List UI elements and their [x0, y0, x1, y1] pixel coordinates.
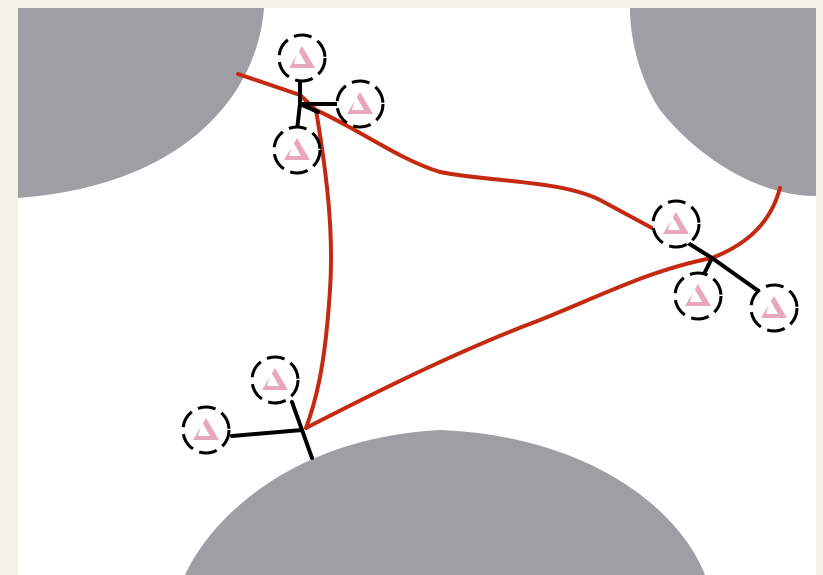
bead-right-2	[673, 271, 723, 321]
bead-top-1	[277, 33, 327, 83]
linkers	[230, 73, 762, 460]
bead-bottom-left-1	[250, 355, 300, 405]
grains	[18, 8, 816, 575]
grain-top-right	[630, 8, 816, 196]
bead-top-3	[272, 125, 322, 175]
linker-bottom-left	[230, 400, 314, 460]
bead-top-2	[335, 79, 385, 129]
chain-bottom-to-right	[304, 256, 714, 430]
force-chains	[236, 72, 782, 430]
bead-right-3	[749, 283, 799, 333]
chain-top-to-right	[236, 72, 654, 230]
grain-bottom	[185, 430, 705, 575]
bead-bottom-left-2	[181, 405, 231, 455]
beads	[181, 33, 799, 455]
chain-top-to-bottom	[304, 108, 334, 430]
grain-top-left	[18, 8, 264, 198]
bead-right-1	[651, 199, 701, 249]
chain-right-to-grain	[710, 186, 782, 260]
